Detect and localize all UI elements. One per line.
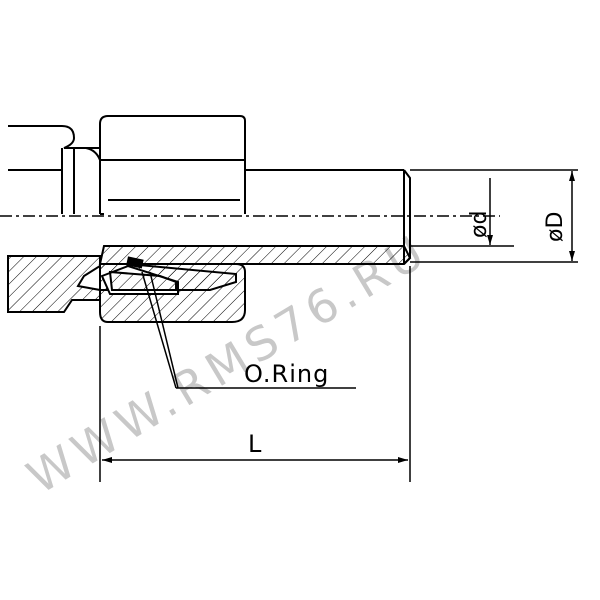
o-ring-leader xyxy=(141,271,356,389)
length-dimension xyxy=(99,266,411,482)
outer-diameter-label: øD xyxy=(543,212,568,242)
diameter-dimensions xyxy=(410,169,578,263)
fitting-body xyxy=(7,125,101,313)
cutting-ring xyxy=(99,263,237,295)
tube xyxy=(98,169,412,265)
inner-diameter-label: ød xyxy=(467,211,492,238)
length-label: L xyxy=(248,430,262,458)
o-ring-label: O.Ring xyxy=(244,360,329,388)
o-ring-mark xyxy=(126,256,144,269)
